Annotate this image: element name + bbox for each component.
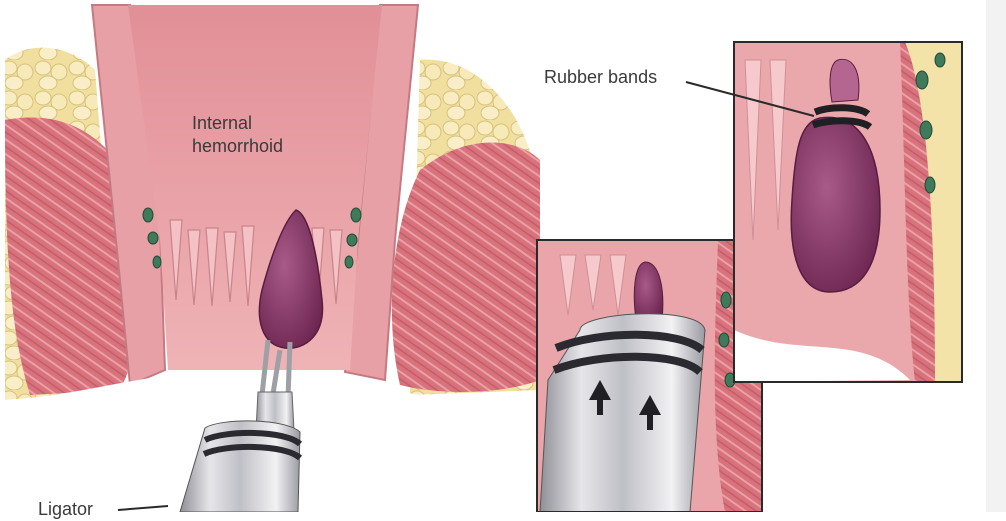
internal-hemorrhoid-label-line-2: hemorrhoid <box>192 135 283 158</box>
ligator-label: Ligator <box>38 498 93 521</box>
sphincter-muscle-right <box>392 143 540 392</box>
internal-hemorrhoid-label: Internal hemorrhoid <box>192 112 283 158</box>
inset-ligator-closeup <box>537 240 762 512</box>
inset-banded-hemorrhoid <box>734 42 962 382</box>
inset-b-hemorrhoid <box>791 117 880 292</box>
rubber-bands-label: Rubber bands <box>544 66 657 89</box>
anal-canal-lumen <box>128 5 382 370</box>
internal-hemorrhoid-label-line-1: Internal <box>192 112 283 135</box>
